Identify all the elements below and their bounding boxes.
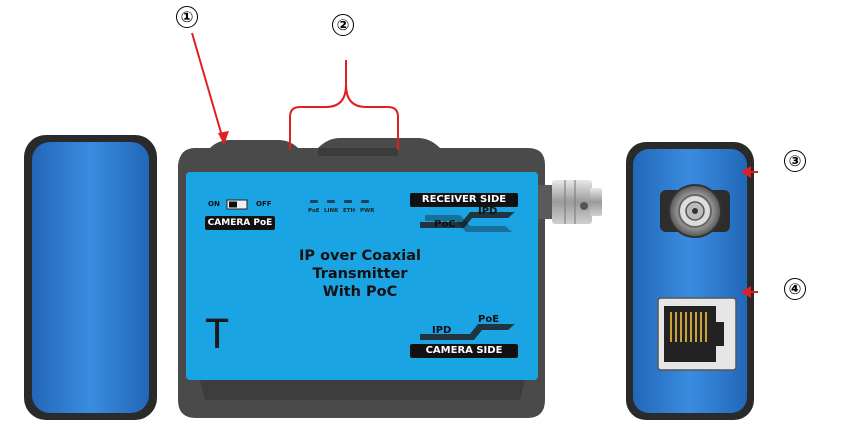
led-label-link: LINK (324, 208, 339, 214)
device-title: IP over Coaxial Transmitter With PoC (270, 247, 450, 301)
right-end-view (626, 142, 754, 420)
camera-poe-label: CAMERA PoE (205, 216, 275, 230)
camera-side-label: CAMERA SIDE (410, 344, 518, 358)
receiver-side-label: RECEIVER SIDE (410, 193, 518, 207)
led-label-pwr: PWR (360, 208, 375, 214)
callout-arrowheads (218, 131, 751, 298)
switch-off-label: OFF (256, 200, 272, 208)
camera-arrow-ipd: IPD (432, 325, 452, 336)
transmitter-logo: T (205, 312, 230, 358)
device-title-line-2: Transmitter (312, 266, 408, 282)
device-title-line-3: With PoC (322, 284, 398, 300)
led-eth (344, 200, 352, 203)
led-poe (310, 200, 318, 203)
left-side-view (24, 135, 157, 420)
callout-bracket (289, 60, 399, 150)
led-pwr (361, 200, 369, 203)
led-label-poe: PoE (308, 208, 320, 214)
led-link (327, 200, 335, 203)
switch-on-label: ON (208, 200, 220, 208)
receiver-arrow-poc: PoC (434, 219, 456, 230)
callout-1: ① (176, 6, 198, 28)
receiver-arrow-ipd: IPD (478, 206, 498, 217)
callout-2: ② (332, 14, 354, 36)
callout-4: ④ (784, 278, 806, 300)
device-title-line-1: IP over Coaxial (299, 248, 421, 264)
led-label-eth: ETH (343, 208, 356, 214)
camera-arrow-poe: PoE (478, 314, 500, 325)
callout-3: ③ (784, 150, 806, 172)
